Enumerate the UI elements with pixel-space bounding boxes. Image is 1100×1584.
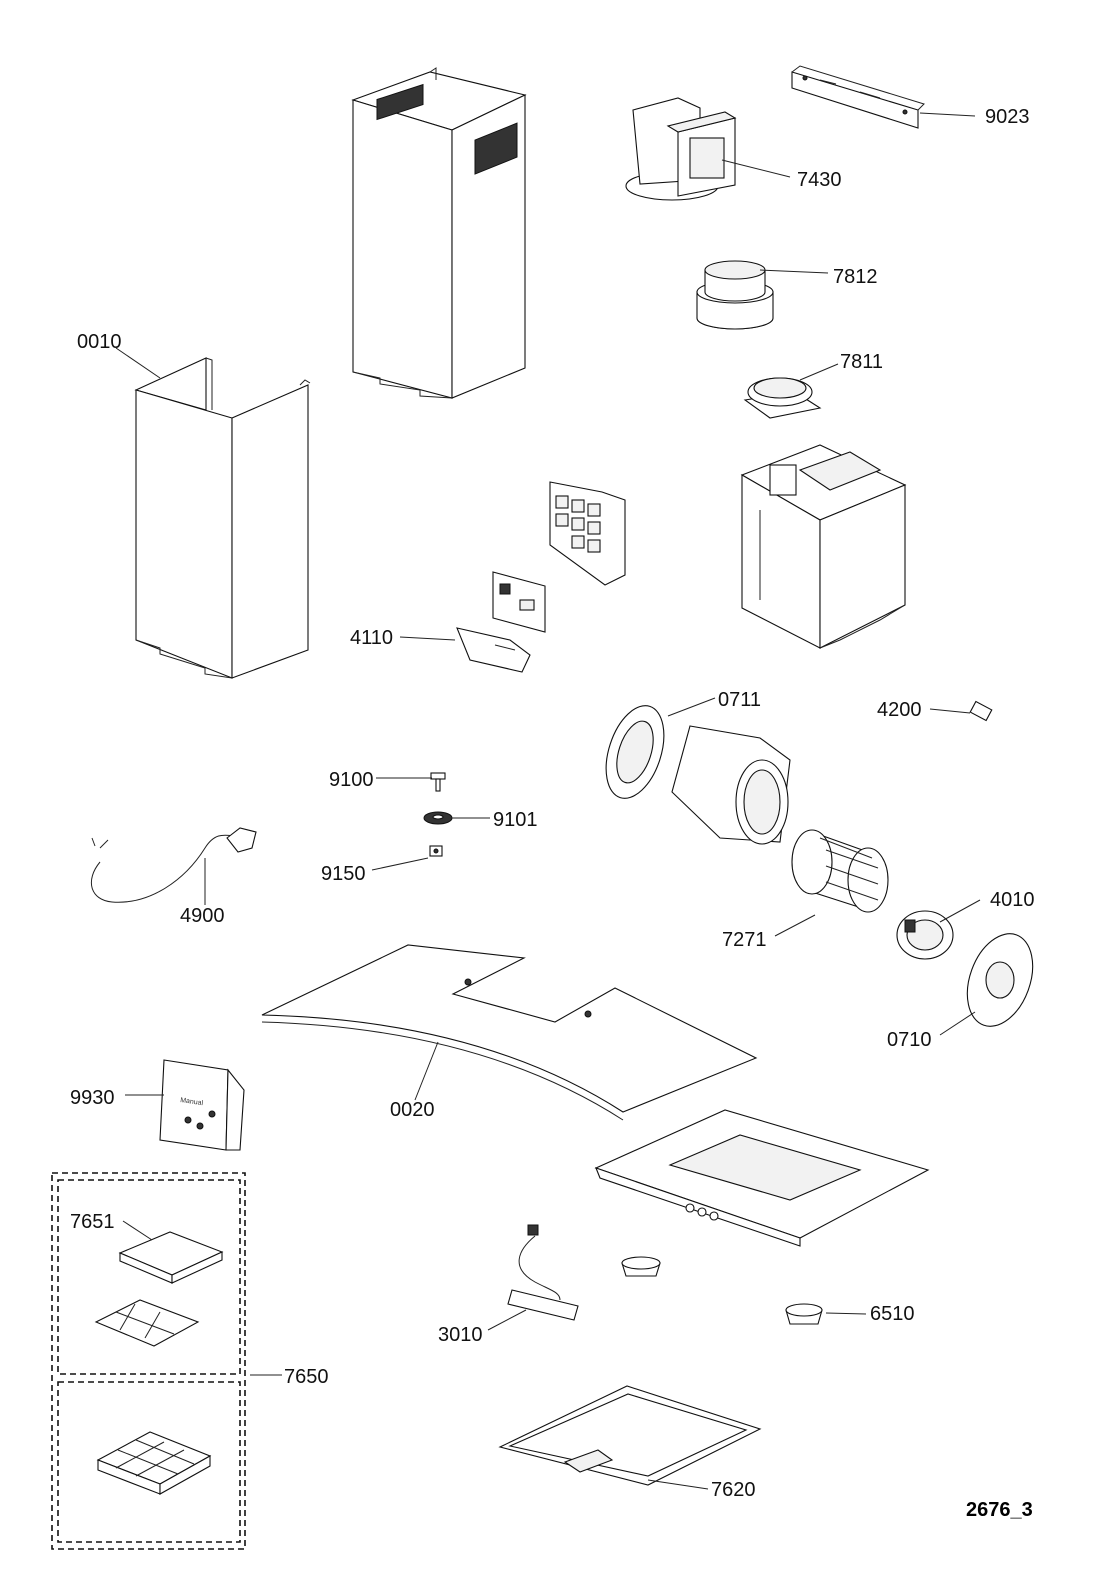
fan-motor: [896, 910, 954, 960]
lower-chimney-cover: [134, 357, 311, 679]
callout-7620: 7620: [711, 1479, 756, 1501]
fan-rear-plate: [966, 933, 1034, 1027]
vent-slots-front: [376, 83, 424, 121]
callout-9150: 9150: [321, 863, 366, 885]
callout-4010: 4010: [990, 889, 1035, 911]
callout-0020: 0020: [390, 1099, 435, 1121]
filter-pad: [118, 1231, 224, 1284]
damper-ring: [743, 377, 822, 419]
motor-housing: [740, 444, 907, 649]
vent-slots-side: [474, 122, 518, 175]
lamp-holder: [969, 700, 993, 722]
callout-0710: 0710: [887, 1029, 932, 1051]
manual-text: Manual: [180, 1097, 204, 1107]
callout-7811: 7811: [840, 351, 884, 373]
callout-4900: 4900: [180, 905, 225, 927]
accessory-bag: Manual: [159, 1059, 245, 1151]
callout-9023: 9023: [985, 106, 1030, 128]
fan-scroll-housing: [671, 725, 791, 845]
leader-lines: [115, 112, 981, 1490]
callout-3010: 3010: [438, 1324, 483, 1346]
knob-pin: [430, 772, 446, 792]
hood-body: [594, 1109, 930, 1247]
callout-9100: 9100: [329, 769, 374, 791]
callout-9101: 9101: [493, 809, 538, 831]
control-board: [456, 571, 546, 673]
glass-canopy: [261, 944, 758, 1121]
callout-4110: 4110: [350, 627, 394, 649]
light-harness: [507, 1224, 579, 1321]
carbon-filter: [96, 1431, 212, 1495]
upper-chimney-cover: [351, 67, 527, 399]
filter-kit-box: [51, 1172, 246, 1550]
callout-7271: 7271: [722, 929, 767, 951]
callout-7651: 7651: [70, 1211, 115, 1233]
filter-frame: [94, 1299, 200, 1347]
callout-9930: 9930: [70, 1087, 115, 1109]
grease-filter: [498, 1385, 762, 1486]
power-cord: [91, 827, 257, 903]
lamp: [785, 1303, 823, 1325]
wall-bracket: [791, 65, 925, 129]
lamp-top: [621, 1256, 661, 1277]
callout-0010: 0010: [77, 331, 122, 353]
filter-cassette: [549, 481, 626, 586]
callout-4200: 4200: [877, 699, 922, 721]
drawing-number: 2676_3: [966, 1499, 1033, 1521]
knob-nut: [429, 845, 443, 857]
outlet-adapter: [625, 97, 737, 201]
callout-6510: 6510: [870, 1303, 915, 1325]
fan-inlet-plate: [605, 705, 665, 799]
callout-7812: 7812: [833, 266, 878, 288]
collar-ring: [696, 260, 774, 330]
callout-7430: 7430: [797, 169, 842, 191]
knob-washer: [423, 811, 453, 825]
callout-7650: 7650: [284, 1366, 329, 1388]
callout-0711: 0711: [718, 689, 762, 711]
fan-impeller: [791, 829, 889, 913]
